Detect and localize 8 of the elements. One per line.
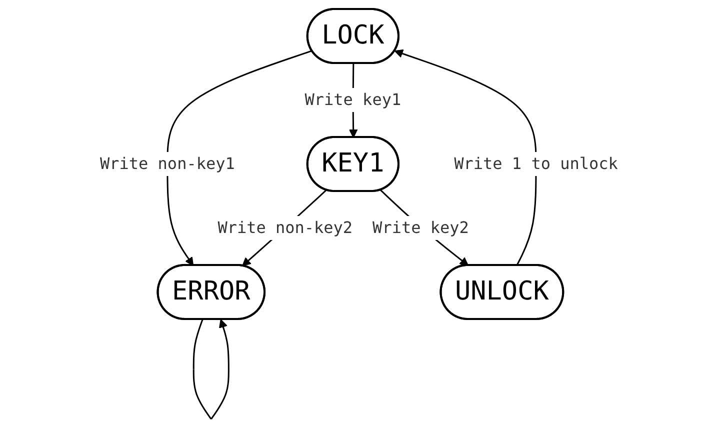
edge-label: Write key1 (304, 90, 402, 109)
edge-label: Write key2 (372, 218, 469, 237)
edge-label: Write non-key1 (100, 154, 235, 173)
arrow (166, 50, 312, 266)
arrow (394, 49, 537, 266)
arrow (192, 318, 230, 420)
edge-label: Write non-key2 (218, 218, 353, 237)
edge-label: Write 1 to unlock (454, 154, 618, 173)
